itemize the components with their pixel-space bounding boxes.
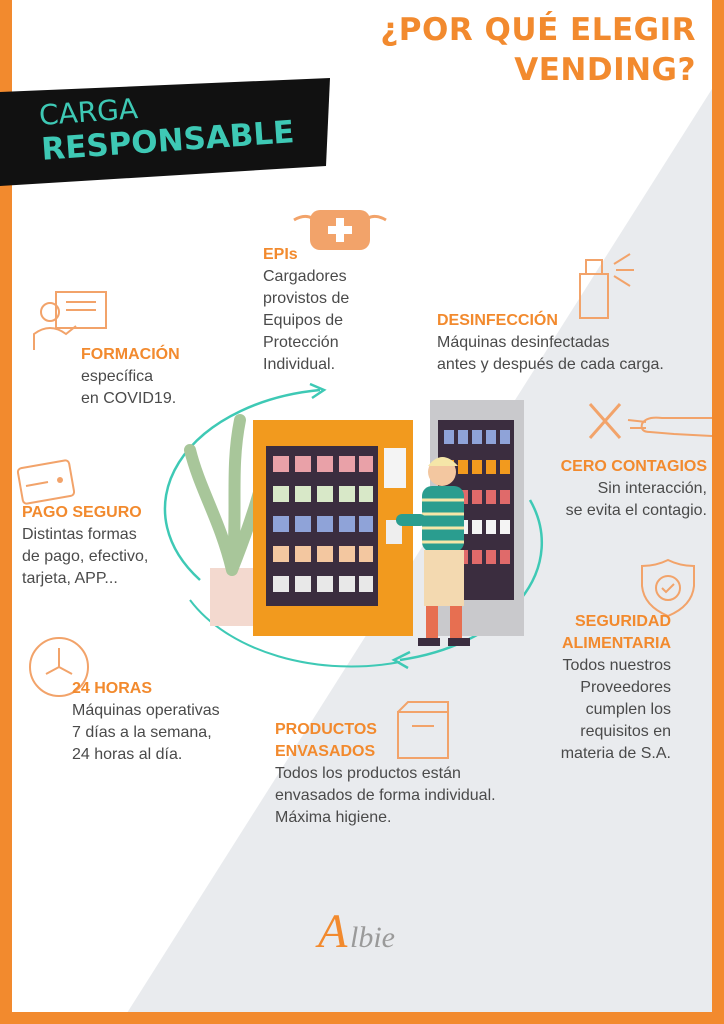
feature-seguridad-line: cumplen los: [585, 701, 671, 718]
feature-pago-seguro-line: tarjeta, APP...: [22, 570, 118, 587]
feature-pago-seguro-title: PAGO SEGURO: [22, 504, 142, 521]
feature-24-horas-line: Máquinas operativas: [72, 702, 220, 719]
feature-productos-envasados: PRODUCTOS ENVASADOS Todos los productos …: [275, 719, 496, 829]
feature-seguridad-line: materia de S.A.: [560, 745, 671, 762]
feature-pago-seguro-line: Distintas formas: [22, 526, 137, 543]
feature-24-horas-title: 24 HORAS: [72, 680, 153, 697]
albie-logo: A lbie: [318, 904, 428, 964]
feature-seguridad-line: Proveedores: [580, 679, 671, 696]
feature-productos-line: Máxima higiene.: [275, 809, 392, 826]
feature-productos-line: envasados de forma individual.: [275, 787, 496, 804]
feature-epis-line: provistos de: [263, 290, 350, 307]
no-touch-hand-icon: [588, 403, 713, 439]
feature-pago-seguro-line: de pago, efectivo,: [22, 548, 149, 565]
feature-epis-line: Cargadores: [263, 268, 347, 285]
feature-formacion: FORMACIÓN específica en COVID19.: [81, 344, 180, 410]
feature-seguridad-line: requisitos en: [580, 723, 671, 740]
feature-productos-title-2: ENVASADOS: [275, 743, 376, 760]
feature-formacion-title: FORMACIÓN: [81, 346, 180, 363]
title-line-1: ¿POR QUÉ ELEGIR: [380, 12, 696, 48]
credit-card-icon: [16, 459, 76, 505]
feature-productos-title-1: PRODUCTOS: [275, 721, 377, 738]
feature-seguridad-title-1: SEGURIDAD: [574, 613, 671, 630]
feature-24-horas: 24 HORAS Máquinas operativas 7 días a la…: [72, 678, 220, 766]
feature-cero-contagios-title: CERO CONTAGIOS: [560, 458, 707, 475]
feature-desinfeccion-title: DESINFECCIÓN: [437, 312, 558, 329]
feature-seguridad-line: Todos nuestros: [562, 657, 671, 674]
feature-epis-line: Individual.: [263, 356, 336, 373]
feature-cero-contagios-line: Sin interacción,: [597, 480, 707, 497]
logo-text: lbie: [350, 921, 395, 954]
logo-letter-a: A: [318, 905, 348, 958]
banner-ribbon: [0, 78, 330, 186]
box-icon: [397, 701, 449, 759]
feature-formacion-line: específica: [81, 368, 154, 385]
feature-cero-contagios: CERO CONTAGIOS Sin interacción, se evita…: [561, 456, 707, 522]
face-mask-icon: [293, 210, 387, 250]
feature-desinfeccion: DESINFECCIÓN Máquinas desinfectadas ante…: [437, 310, 664, 376]
feature-desinfeccion-line: Máquinas desinfectadas: [437, 334, 610, 351]
feature-seguridad-alimentaria: SEGURIDAD ALIMENTARIA Todos nuestros Pro…: [561, 611, 671, 765]
vending-illustration: [163, 382, 544, 670]
feature-desinfeccion-line: antes y después de cada carga.: [437, 356, 664, 373]
feature-pago-seguro: PAGO SEGURO Distintas formas de pago, ef…: [22, 502, 148, 590]
feature-epis-title: EPIs: [263, 246, 298, 263]
presentation-icon: [33, 291, 107, 350]
title-line-2: VENDING?: [514, 52, 696, 88]
feature-seguridad-title-2: ALIMENTARIA: [561, 635, 671, 652]
spray-bottle-icon: [579, 253, 634, 319]
shield-check-icon: [641, 558, 695, 618]
feature-epis: EPIs Cargadores provistos de Equipos de …: [263, 244, 349, 376]
page-title: ¿POR QUÉ ELEGIR VENDING?: [380, 10, 696, 90]
feature-24-horas-line: 7 días a la semana,: [72, 724, 212, 741]
feature-epis-line: Protección: [263, 334, 339, 351]
feature-formacion-line: en COVID19.: [81, 390, 177, 407]
feature-24-horas-line: 24 horas al día.: [72, 746, 183, 763]
feature-cero-contagios-line: se evita el contagio.: [565, 502, 707, 519]
feature-productos-line: Todos los productos están: [275, 765, 461, 782]
feature-epis-line: Equipos de: [263, 312, 344, 329]
clock-icon: [29, 637, 89, 697]
